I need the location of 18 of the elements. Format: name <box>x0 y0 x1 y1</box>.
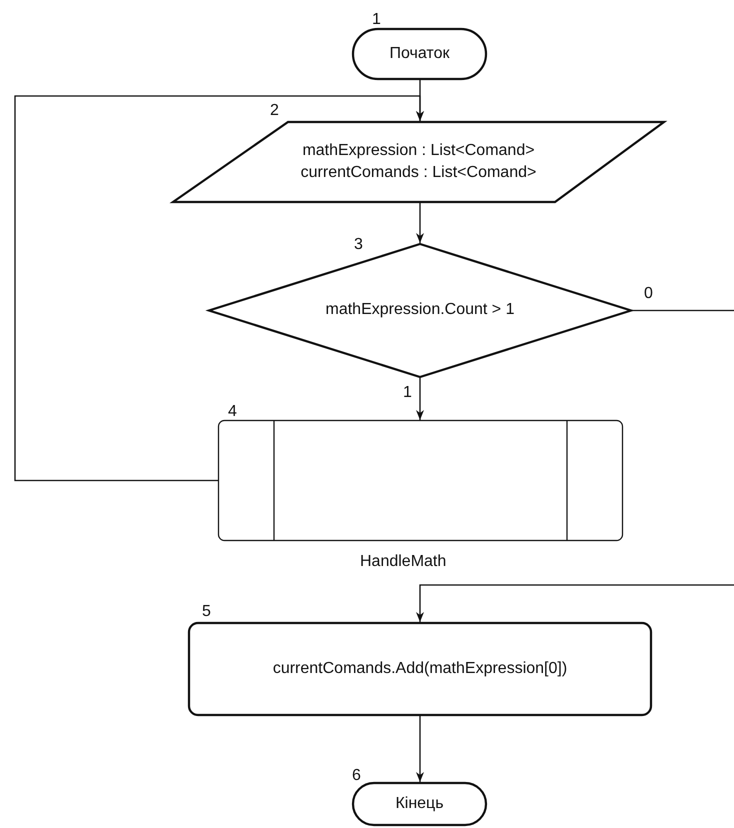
node-text: currentComands : List<Comand> <box>300 163 536 183</box>
node-text: currentComands.Add(mathExpression[0]) <box>272 658 568 679</box>
arrow <box>416 378 424 420</box>
node-text: Кінець <box>395 794 444 814</box>
arrow <box>416 716 424 782</box>
arrow <box>416 584 734 622</box>
step-number: 1 <box>372 12 381 28</box>
step-number: 2 <box>270 103 279 119</box>
arrow <box>416 203 424 243</box>
subroutine-name: HandleMath <box>360 554 446 570</box>
node-text: mathExpression : List<Comand> <box>302 140 535 161</box>
step-number: 6 <box>352 768 361 784</box>
step-number: 5 <box>202 604 211 620</box>
arrow <box>14 95 424 482</box>
node-text: Початок <box>390 44 450 64</box>
step-number: 4 <box>228 404 237 420</box>
node-text: mathExpression.Count > 1 <box>326 300 514 320</box>
step-number: 3 <box>354 237 363 253</box>
